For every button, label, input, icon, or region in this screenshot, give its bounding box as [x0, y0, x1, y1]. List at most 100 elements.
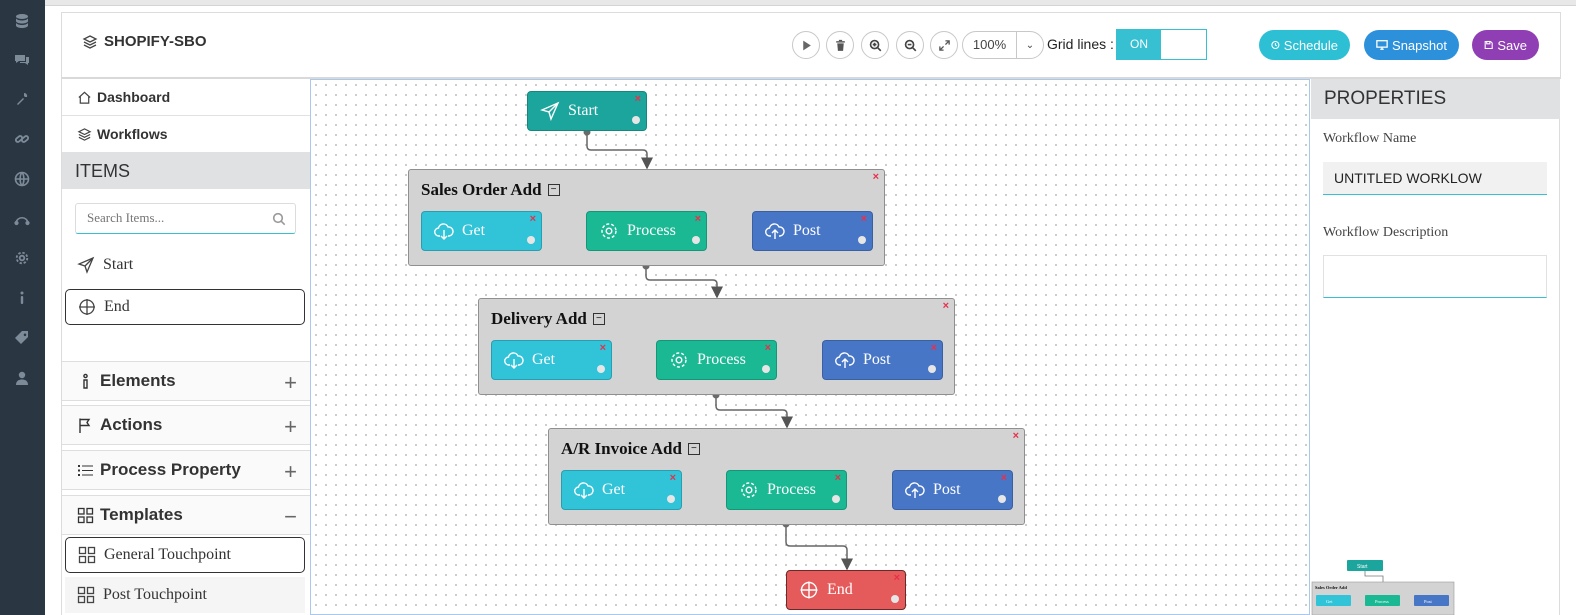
output-port[interactable] [832, 495, 840, 503]
nav-dashboard[interactable]: Dashboard [62, 79, 310, 116]
close-icon[interactable]: × [764, 342, 771, 354]
node-post[interactable]: Post × [752, 211, 873, 251]
nav-workflows[interactable]: Workflows [62, 116, 310, 153]
tag-icon[interactable] [12, 328, 32, 348]
section-actions[interactable]: Actions + [62, 405, 310, 445]
close-icon[interactable]: × [834, 472, 841, 484]
zoom-select[interactable]: 100% ⌄ [962, 31, 1044, 59]
output-port[interactable] [998, 495, 1006, 503]
collapse-icon[interactable]: − [687, 443, 700, 455]
end-node[interactable]: End × [786, 570, 906, 610]
close-icon[interactable]: × [529, 213, 536, 225]
cloud-download-icon [504, 352, 524, 369]
app-name: SHOPIFY-SBO [104, 33, 207, 50]
globe-icon[interactable] [12, 169, 32, 189]
floppy-icon [1484, 40, 1493, 50]
output-port[interactable] [597, 365, 605, 373]
output-port[interactable] [858, 236, 866, 244]
start-node[interactable]: Start × [527, 91, 647, 131]
close-icon[interactable]: × [893, 572, 900, 584]
template-general-touchpoint[interactable]: General Touchpoint [65, 537, 305, 573]
workflow-canvas[interactable]: Start × Sales Order Add− × Get × Process… [310, 79, 1310, 615]
node-get[interactable]: Get × [491, 340, 612, 380]
input-port[interactable] [891, 595, 899, 603]
node-get[interactable]: Get × [561, 470, 682, 510]
group-ar-invoice-add[interactable]: A/R Invoice Add− × Get × Process × Post … [548, 428, 1025, 525]
link-icon[interactable] [12, 129, 32, 149]
chat-icon[interactable] [12, 50, 32, 70]
close-icon[interactable]: × [634, 93, 641, 105]
fit-screen-button[interactable] [930, 31, 958, 59]
zoom-in-button[interactable] [861, 31, 889, 59]
end-node-label: End [827, 581, 853, 598]
close-icon[interactable]: × [930, 342, 937, 354]
close-icon[interactable]: × [1000, 472, 1007, 484]
tools-icon[interactable] [12, 89, 32, 109]
search-input[interactable] [76, 204, 256, 232]
output-port[interactable] [928, 365, 936, 373]
output-port[interactable] [762, 365, 770, 373]
group-delivery-add[interactable]: Delivery Add− × Get × Process × Post × [478, 298, 955, 395]
cloud-upload-icon [905, 482, 925, 498]
node-process[interactable]: Process × [586, 211, 707, 251]
close-icon[interactable]: × [599, 342, 606, 354]
schedule-button[interactable]: Schedule [1259, 30, 1350, 60]
node-label: Process [697, 351, 746, 368]
output-port[interactable] [527, 236, 535, 244]
connector [785, 524, 853, 571]
output-port[interactable] [667, 495, 675, 503]
close-icon[interactable]: × [860, 213, 867, 225]
node-get[interactable]: Get × [421, 211, 542, 251]
user-icon[interactable] [12, 368, 32, 388]
close-icon[interactable]: × [942, 300, 949, 312]
item-end[interactable]: End [65, 289, 305, 325]
section-process-property[interactable]: Process Property + [62, 450, 310, 490]
person-icon [83, 373, 88, 389]
layers-icon [82, 34, 98, 49]
zoom-in-icon [869, 39, 881, 51]
node-post[interactable]: Post × [892, 470, 1013, 510]
info-icon[interactable] [12, 288, 32, 308]
snapshot-button[interactable]: Snapshot [1364, 30, 1459, 60]
database-icon[interactable] [12, 11, 32, 31]
close-icon[interactable]: × [669, 472, 676, 484]
route-icon[interactable] [12, 208, 32, 228]
close-icon[interactable]: × [1012, 430, 1019, 442]
group-sales-order-add[interactable]: Sales Order Add− × Get × Process × Post … [408, 169, 885, 266]
minimap-connector [1364, 571, 1384, 582]
left-sidebar: Dashboard Workflows ITEMS Start End Elem… [61, 79, 310, 615]
grid-lines-toggle[interactable]: ON [1116, 29, 1207, 60]
search-icon[interactable] [272, 212, 286, 231]
collapse-toggle[interactable]: − [284, 504, 297, 529]
output-port[interactable] [692, 236, 700, 244]
item-end-label: End [104, 298, 130, 315]
chevron-down-icon[interactable]: ⌄ [1025, 39, 1035, 51]
search-box[interactable] [75, 203, 296, 234]
minimap[interactable]: Start Sales Order Add Get Process Post [1311, 557, 1456, 615]
node-process[interactable]: Process × [656, 340, 777, 380]
section-elements[interactable]: Elements + [62, 361, 310, 401]
template-post-touchpoint[interactable]: Post Touchpoint [65, 577, 305, 613]
expand-toggle[interactable]: + [284, 370, 297, 395]
workflow-name-field[interactable]: UNTITLED WORKLOW [1323, 162, 1547, 195]
expand-toggle[interactable]: + [284, 459, 297, 484]
collapse-icon[interactable]: − [592, 313, 605, 325]
close-icon[interactable]: × [694, 213, 701, 225]
delete-button[interactable] [826, 31, 854, 59]
cloud-upload-icon [835, 352, 855, 368]
workflow-description-field[interactable] [1323, 255, 1547, 298]
expand-toggle[interactable]: + [284, 414, 297, 439]
close-icon[interactable]: × [872, 171, 879, 183]
collapse-icon[interactable]: − [547, 184, 560, 196]
gear-icon[interactable] [12, 248, 32, 268]
item-start[interactable]: Start [65, 247, 305, 283]
run-button[interactable] [792, 31, 820, 59]
section-templates[interactable]: Templates − [62, 495, 310, 535]
save-button[interactable]: Save [1472, 30, 1539, 60]
node-post[interactable]: Post × [822, 340, 943, 380]
output-port[interactable] [632, 116, 640, 124]
save-label: Save [1497, 37, 1527, 53]
zoom-out-button[interactable] [896, 31, 924, 59]
node-process[interactable]: Process × [726, 470, 847, 510]
